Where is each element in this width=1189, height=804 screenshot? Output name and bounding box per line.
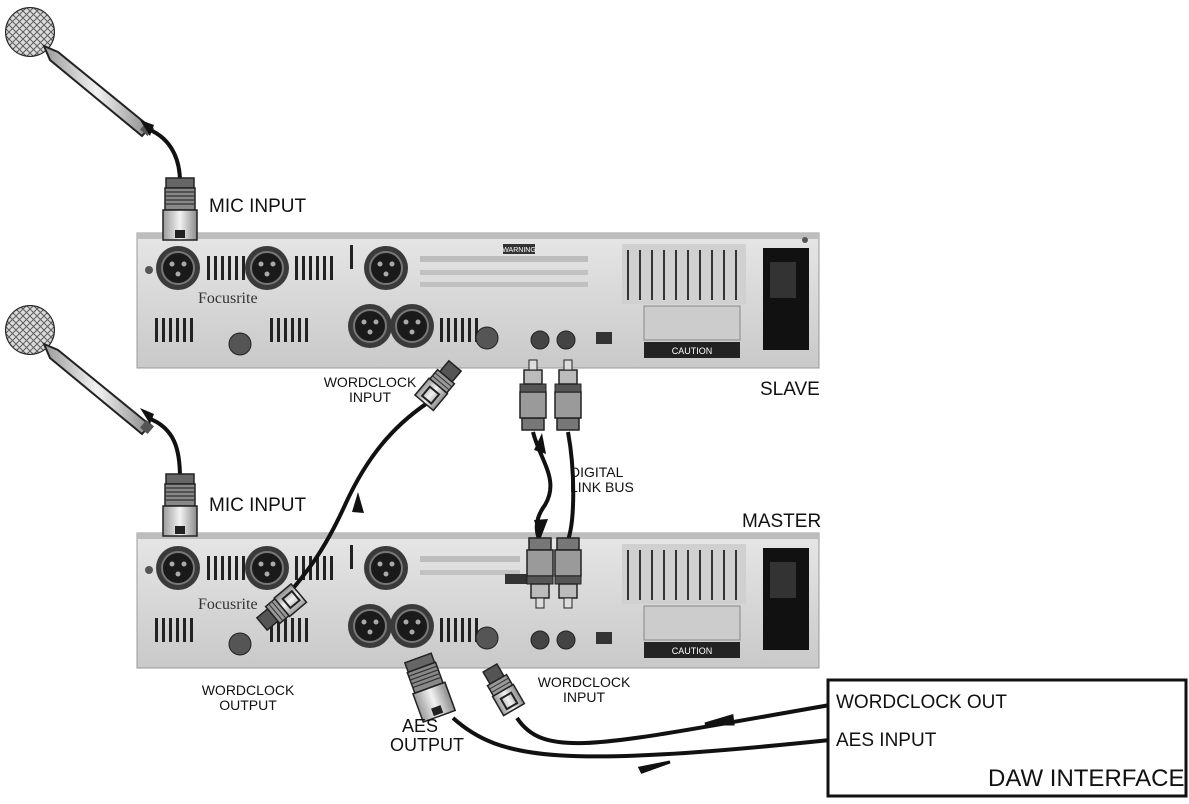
daw-interface-title: DAW INTERFACE	[988, 765, 1185, 792]
rca-plug-master-left	[526, 537, 554, 609]
mic-input-top-label: MIC INPUT	[209, 196, 307, 217]
master-aes-out-a-connector	[347, 603, 393, 649]
master-mic-input-2-connector	[244, 545, 290, 591]
arrow-icon	[637, 760, 671, 774]
slave-warning-badge	[503, 244, 535, 254]
xlr-plug-bottom	[162, 473, 198, 537]
master-wordclock-out-jack	[228, 632, 252, 656]
master-aes-out-b-connector	[389, 603, 435, 649]
rca-plug-slave-right	[554, 359, 582, 431]
slave-usb-port	[596, 332, 612, 344]
svg-text:WARNING: WARNING	[502, 247, 536, 254]
master-usb-port	[596, 632, 612, 644]
link-bus-cable-a	[531, 431, 553, 542]
slave-mic-input-1-connector	[155, 245, 201, 291]
slave-wordclock-out-jack	[228, 332, 252, 356]
mic-cable-top	[147, 127, 182, 183]
slave-aes-out-a-connector	[347, 303, 393, 349]
daw-interface-box	[826, 678, 1188, 798]
aes-cable	[451, 716, 831, 759]
daw-aes-input-label: AES INPUT	[836, 730, 937, 751]
slave-brand-text: Focusrite	[198, 290, 258, 307]
aes-output-label: AES OUTPUT	[390, 716, 464, 755]
master-line-input-connector	[363, 545, 409, 591]
arrow-icon	[704, 714, 735, 726]
rca-plug-slave-left	[519, 359, 547, 431]
slave-wordclock-in-jack	[475, 326, 499, 350]
master-wordclock-input-label: WORDCLOCK INPUT	[537, 674, 631, 705]
master-label: MASTER	[742, 511, 822, 532]
slave-aes-out-b-connector	[389, 303, 435, 349]
arrow-icon	[534, 519, 548, 540]
slave-unit: WARNING Focusrite CAUTION	[136, 232, 820, 369]
svg-text:CAUTION: CAUTION	[672, 646, 713, 656]
mic-cable-bottom	[147, 416, 182, 479]
arrow-icon	[534, 433, 546, 454]
slave-caution-label	[644, 342, 740, 358]
microphone-bottom-icon	[5, 305, 156, 436]
master-brand-text: Focusrite	[198, 596, 258, 613]
master-caution-label	[644, 642, 740, 658]
slave-line-input-connector	[363, 245, 409, 291]
daw-wordclock-out-label: WORDCLOCK OUT	[836, 692, 1007, 713]
arrow-icon	[140, 408, 154, 424]
wordclock-daw-cable	[515, 703, 831, 746]
master-wordclock-in-jack	[475, 626, 499, 650]
slave-wordclock-input-label: WORDCLOCK INPUT	[323, 374, 417, 405]
link-bus-cable-b	[566, 431, 576, 541]
master-mic-input-1-connector	[155, 545, 201, 591]
digital-link-bus-label: DIGITAL LINK BUS	[570, 464, 634, 495]
master-warning-badge	[505, 574, 529, 584]
wordclock-output-label: WORDCLOCK OUTPUT	[201, 682, 295, 713]
arrow-icon	[352, 492, 364, 513]
rca-plug-master-right	[554, 537, 582, 609]
svg-text:CAUTION: CAUTION	[672, 346, 713, 356]
bnc-plug-master-wordclock-in	[478, 661, 526, 717]
xlr-plug-top	[162, 177, 198, 241]
slave-mic-input-2-connector	[244, 245, 290, 291]
slave-label: SLAVE	[760, 379, 820, 400]
mic-input-bottom-label: MIC INPUT	[209, 495, 307, 516]
arrow-icon	[140, 120, 154, 136]
wordclock-link-cable	[273, 396, 437, 612]
microphone-top-icon	[5, 7, 156, 138]
master-unit: Focusrite CAUTION	[136, 532, 820, 669]
